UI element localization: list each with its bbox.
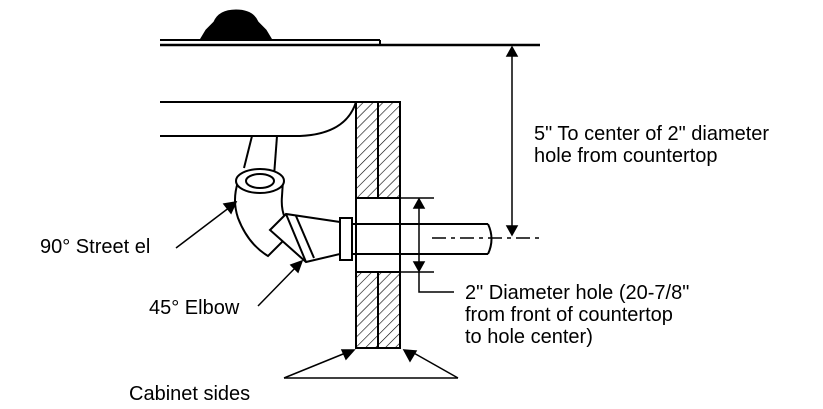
elbow-45 bbox=[268, 212, 341, 264]
elbow-45-label: 45° Elbow bbox=[149, 297, 240, 319]
faucet-base bbox=[199, 9, 273, 41]
drain-pipe bbox=[339, 217, 493, 261]
countertop-dimension-arrow bbox=[505, 45, 519, 237]
elbow-45-leader bbox=[257, 259, 304, 307]
countertop bbox=[160, 39, 540, 47]
countertop-distance-line-1: 5" To center of 2" diameter bbox=[534, 123, 770, 145]
hole-extension-lines bbox=[356, 197, 434, 273]
hole-note-label: 2" Diameter hole (20-7/8" from front of … bbox=[465, 282, 689, 348]
cabinet-sides-label: Cabinet sides bbox=[129, 383, 251, 405]
hole-note-line-1: 2" Diameter hole (20-7/8" bbox=[465, 282, 690, 304]
tailpiece bbox=[243, 135, 278, 177]
hole-note-line-3: to hole center) bbox=[465, 326, 593, 348]
countertop-distance-line-2: hole from countertop bbox=[534, 145, 718, 167]
street-elbow-90 bbox=[234, 168, 296, 258]
countertop-distance-label: 5" To center of 2" diameter hole from co… bbox=[534, 123, 769, 167]
cabinet-sides-leaders bbox=[283, 349, 459, 379]
street-el-leader bbox=[175, 201, 238, 249]
hole-note-line-2: from front of countertop bbox=[465, 304, 673, 326]
hole-dimension-arrow bbox=[412, 197, 454, 293]
cabinet-sides bbox=[355, 101, 401, 349]
sink-bowl bbox=[160, 101, 357, 137]
street-el-label: 90° Street el bbox=[40, 236, 151, 258]
